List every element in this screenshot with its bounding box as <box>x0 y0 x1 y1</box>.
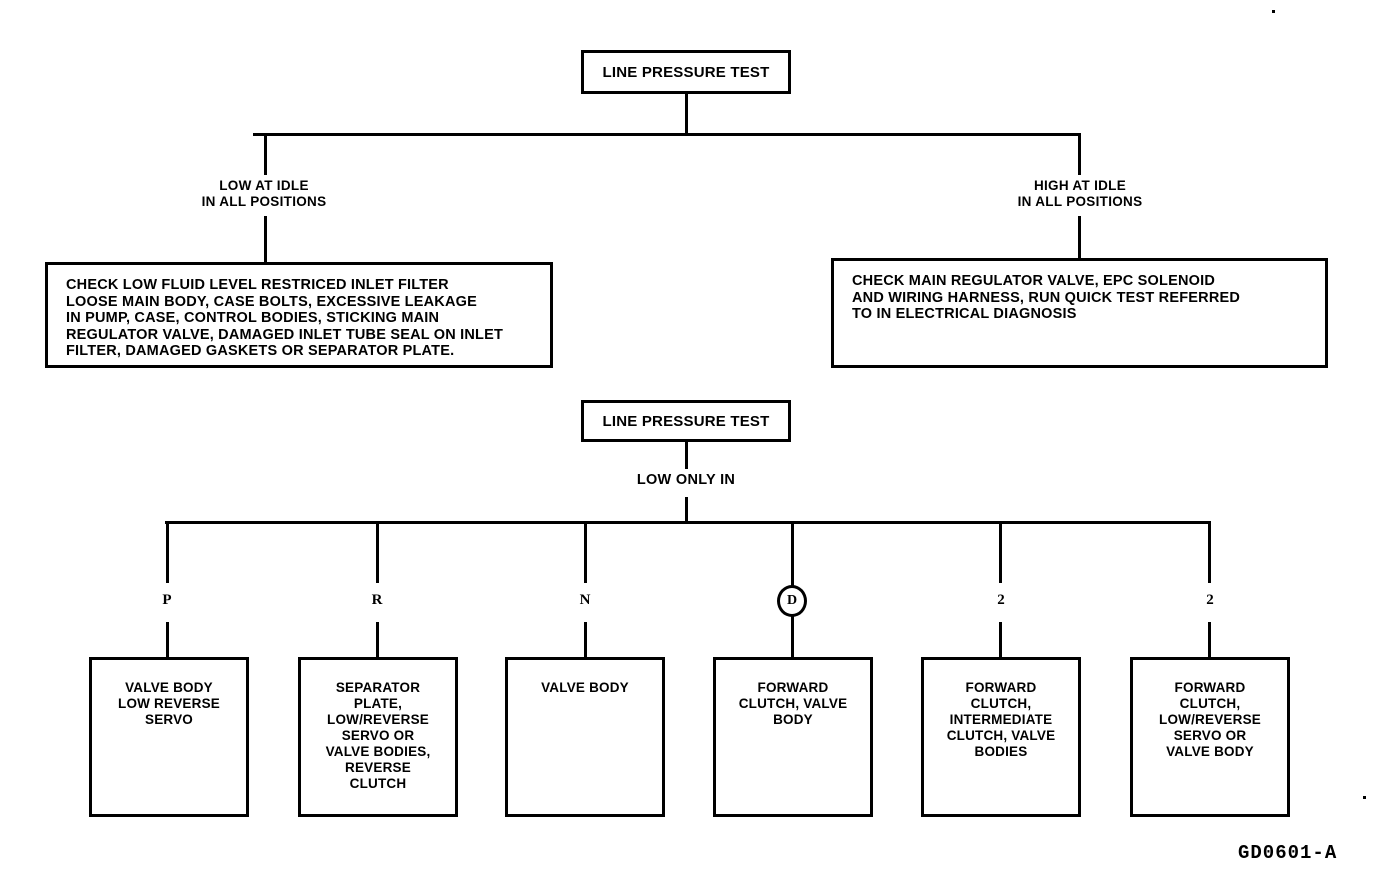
bottom-drop-lower-2 <box>584 622 587 657</box>
top-left-action-text: CHECK LOW FLUID LEVEL RESTRICED INLET FI… <box>66 277 504 359</box>
leaf-text-p: VALVE BODY LOW REVERSE SERVO <box>118 680 220 727</box>
gear-label-2a: 2 <box>997 592 1005 608</box>
bottom-root-stem-lower <box>685 497 688 523</box>
bottom-subtitle: LOW ONLY IN <box>636 472 736 488</box>
leaf-box-d: FORWARD CLUTCH, VALVE BODY <box>713 657 873 817</box>
top-root-label: LINE PRESSURE TEST <box>602 63 770 81</box>
top-branch-bus <box>253 133 1081 136</box>
leaf-text-r: SEPARATOR PLATE, LOW/REVERSE SERVO OR VA… <box>325 680 431 791</box>
bottom-root-label: LINE PRESSURE TEST <box>602 412 770 430</box>
gear-label-2b: 2 <box>1206 592 1214 608</box>
leaf-text-d: FORWARD CLUTCH, VALVE BODY <box>738 680 848 727</box>
gear-label-p: P <box>162 592 172 608</box>
top-right-condition: HIGH AT IDLE IN ALL POSITIONS <box>1017 178 1143 209</box>
bottom-drop-upper-4 <box>999 521 1002 583</box>
scan-speck-top-right <box>1272 10 1275 13</box>
leaf-box-p: VALVE BODY LOW REVERSE SERVO <box>89 657 249 817</box>
leaf-box-n: VALVE BODY <box>505 657 665 817</box>
bottom-root-stem-upper <box>685 442 688 469</box>
bottom-drop-lower-3 <box>791 616 794 657</box>
bottom-drop-lower-0 <box>166 622 169 657</box>
top-left-condition: LOW AT IDLE IN ALL POSITIONS <box>201 178 327 209</box>
gear-label-d: D <box>786 593 798 608</box>
bottom-drop-upper-5 <box>1208 521 1211 583</box>
top-left-action-box: CHECK LOW FLUID LEVEL RESTRICED INLET FI… <box>45 262 553 368</box>
leaf-text-n: VALVE BODY <box>541 680 629 695</box>
bottom-drop-lower-5 <box>1208 622 1211 657</box>
leaf-text-2a: FORWARD CLUTCH, INTERMEDIATE CLUTCH, VAL… <box>946 680 1056 759</box>
top-right-drop-lower <box>1078 216 1081 258</box>
gear-label-r: R <box>371 592 383 608</box>
leaf-box-2b: FORWARD CLUTCH, LOW/REVERSE SERVO OR VAL… <box>1130 657 1290 817</box>
leaf-box-r: SEPARATOR PLATE, LOW/REVERSE SERVO OR VA… <box>298 657 458 817</box>
top-right-drop-upper <box>1078 133 1081 175</box>
top-root-box: LINE PRESSURE TEST <box>581 50 791 94</box>
bottom-root-box: LINE PRESSURE TEST <box>581 400 791 442</box>
leaf-box-2a: FORWARD CLUTCH, INTERMEDIATE CLUTCH, VAL… <box>921 657 1081 817</box>
figure-caption: GD0601-A <box>1238 842 1338 864</box>
gear-label-n: N <box>579 592 591 608</box>
bottom-branch-bus <box>165 521 1210 524</box>
bottom-drop-upper-1 <box>376 521 379 583</box>
leaf-text-2b: FORWARD CLUTCH, LOW/REVERSE SERVO OR VAL… <box>1159 680 1261 759</box>
top-left-drop-lower <box>264 216 267 262</box>
top-left-drop-upper <box>264 133 267 175</box>
scan-speck-right-mid <box>1363 796 1366 799</box>
top-root-stem <box>685 94 688 135</box>
gear-circle-d: D <box>777 585 807 617</box>
top-right-action-text: CHECK MAIN REGULATOR VALVE, EPC SOLENOID… <box>852 273 1241 322</box>
top-right-action-box: CHECK MAIN REGULATOR VALVE, EPC SOLENOID… <box>831 258 1328 368</box>
bottom-drop-upper-0 <box>166 521 169 583</box>
bottom-drop-upper-3 <box>791 521 794 586</box>
bottom-drop-upper-2 <box>584 521 587 583</box>
bottom-drop-lower-4 <box>999 622 1002 657</box>
bottom-drop-lower-1 <box>376 622 379 657</box>
